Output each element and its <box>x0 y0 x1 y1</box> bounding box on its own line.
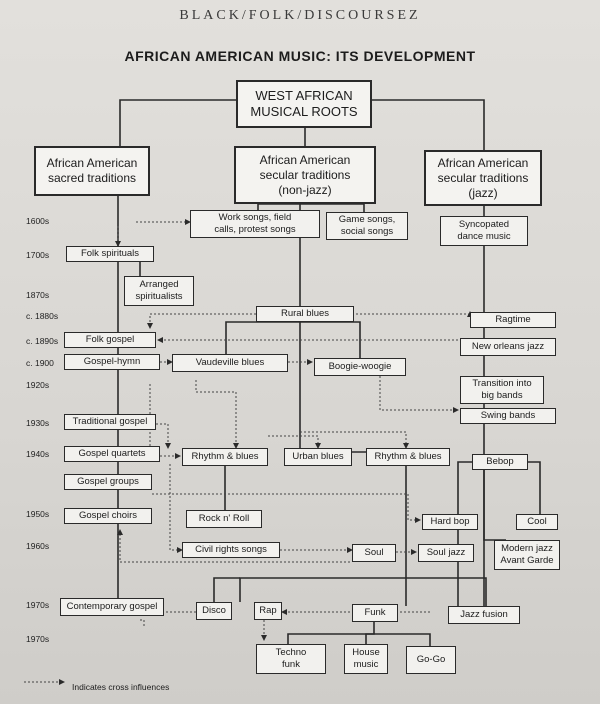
node-hard-bop: Hard bop <box>422 514 478 530</box>
node-west-african-roots: WEST AFRICAN MUSICAL ROOTS <box>236 80 372 128</box>
node-game-songs: Game songs, social songs <box>326 212 408 240</box>
node-secular-jazz: African American secular traditions (jaz… <box>424 150 542 206</box>
cross-influence-arrows <box>24 219 473 685</box>
year-label: 1870s <box>26 290 50 300</box>
node-ragtime: Ragtime <box>470 312 556 328</box>
node-gospel-groups: Gospel groups <box>64 474 152 490</box>
node-civil-rights-songs: Civil rights songs <box>182 542 280 558</box>
node-new-orleans-jazz: New orleans jazz <box>460 338 556 356</box>
node-vaudeville-blues: Vaudeville blues <box>172 354 288 372</box>
year-label: 1970s <box>26 634 50 644</box>
node-cool: Cool <box>516 514 558 530</box>
node-jazz-fusion: Jazz fusion <box>448 606 520 624</box>
year-label: 1930s <box>26 418 50 428</box>
running-head: BLACK/FOLK/DISCOURSEZ <box>179 8 421 23</box>
node-rock-n-roll: Rock n' Roll <box>186 510 262 528</box>
node-rhythm-blues-1: Rhythm & blues <box>182 448 268 466</box>
node-techno-funk: Techno funk <box>256 644 326 674</box>
node-house-music: House music <box>344 644 388 674</box>
node-urban-blues: Urban blues <box>284 448 352 466</box>
node-rhythm-blues-2: Rhythm & blues <box>366 448 450 466</box>
node-rap: Rap <box>254 602 282 620</box>
year-label: 1700s <box>26 250 50 260</box>
year-label: 1950s <box>26 509 50 519</box>
node-bebop: Bebop <box>472 454 528 470</box>
node-swing-bands: Swing bands <box>460 408 556 424</box>
node-gospel-quartets: Gospel quartets <box>64 446 160 462</box>
node-funk: Funk <box>352 604 398 622</box>
diagram-title: AFRICAN AMERICAN MUSIC: ITS DEVELOPMENT <box>124 48 476 64</box>
node-work-songs: Work songs, field calls, protest songs <box>190 210 320 238</box>
node-rural-blues: Rural blues <box>256 306 354 322</box>
node-folk-spirituals: Folk spirituals <box>66 246 154 262</box>
year-label: 1600s <box>26 216 50 226</box>
node-disco: Disco <box>196 602 232 620</box>
year-label: 1940s <box>26 449 50 459</box>
node-soul-jazz: Soul jazz <box>418 544 474 562</box>
node-gospel-hymn: Gospel-hymn <box>64 354 160 370</box>
node-arranged-spiritualists: Arranged spiritualists <box>124 276 194 306</box>
node-gospel-choirs: Gospel choirs <box>64 508 152 524</box>
node-transition-big-bands: Transition into big bands <box>460 376 544 404</box>
year-label: 1960s <box>26 541 50 551</box>
node-traditional-gospel: Traditional gospel <box>64 414 156 430</box>
year-label: 1970s <box>26 600 50 610</box>
node-boogie-woogie: Boogie-woogie <box>314 358 406 376</box>
node-contemporary-gospel: Contemporary gospel <box>60 598 164 616</box>
node-secular-nonjazz: African American secular traditions (non… <box>234 146 376 204</box>
year-label: c. 1880s <box>26 311 59 321</box>
legend-cross-influences: Indicates cross influences <box>72 682 170 692</box>
year-label: 1920s <box>26 380 50 390</box>
node-modern-jazz: Modern jazz Avant Garde <box>494 540 560 570</box>
year-label: c. 1900 <box>26 358 54 368</box>
node-folk-gospel: Folk gospel <box>64 332 156 348</box>
node-syncopated-dance: Syncopated dance music <box>440 216 528 246</box>
node-sacred-traditions: African American sacred traditions <box>34 146 150 196</box>
year-label: c. 1890s <box>26 336 59 346</box>
node-go-go: Go-Go <box>406 646 456 674</box>
node-soul: Soul <box>352 544 396 562</box>
